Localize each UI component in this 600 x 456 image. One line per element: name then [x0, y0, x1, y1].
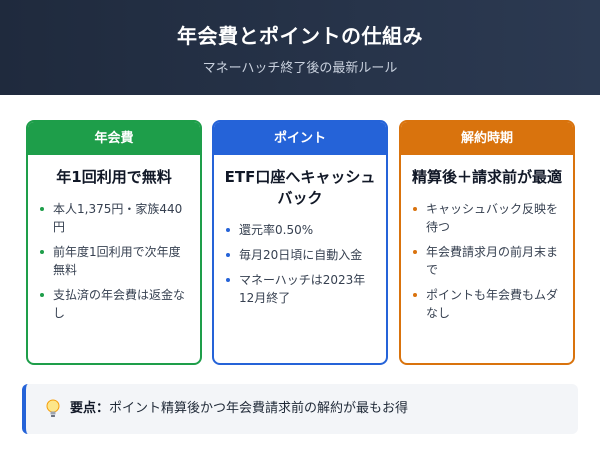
card-list: キャッシュバック反映を待つ 年会費請求月の前月末まで ポイントも年会費もムダなし	[413, 200, 563, 322]
card-header: ポイント	[214, 122, 386, 155]
list-item: 年会費請求月の前月末まで	[413, 243, 563, 279]
key-point-label: 要点：	[70, 401, 110, 416]
list-item: 本人1,375円・家族440円	[40, 200, 190, 236]
page-title: 年会費とポイントの仕組み	[177, 24, 423, 48]
list-item-text: 支払済の年会費は返金なし	[53, 288, 186, 320]
bullet-icon	[226, 253, 230, 257]
list-item: 還元率0.50%	[226, 221, 376, 239]
bullet-icon	[40, 293, 44, 297]
bullet-icon	[226, 228, 230, 232]
header: 年会費とポイントの仕組み マネーハッチ終了後の最新ルール	[0, 0, 600, 95]
key-point-body: ポイント精算後かつ年会費請求前の解約が最もお得	[109, 401, 409, 416]
list-item-text: 前年度1回利用で次年度無料	[53, 245, 181, 277]
bullet-icon	[40, 250, 44, 254]
page-subtitle: マネーハッチ終了後の最新ルール	[202, 61, 398, 76]
key-point-text: 要点：ポイント精算後かつ年会費請求前の解約が最もお得	[70, 399, 408, 419]
card-header: 解約時期	[401, 122, 573, 155]
bullet-icon	[413, 207, 417, 211]
key-point-callout: 要点：ポイント精算後かつ年会費請求前の解約が最もお得	[22, 384, 578, 434]
bullet-icon	[226, 278, 230, 282]
card-title: 年1回利用で無料	[56, 168, 172, 186]
card-cancel-timing: 解約時期 精算後＋請求前が最適 キャッシュバック反映を待つ 年会費請求月の前月末…	[399, 120, 575, 365]
card-title: 精算後＋請求前が最適	[411, 168, 562, 186]
card-annual-fee: 年会費 年1回利用で無料 本人1,375円・家族440円 前年度1回利用で次年度…	[26, 120, 202, 365]
list-item-text: 年会費請求月の前月末まで	[426, 245, 559, 277]
list-item-text: キャッシュバック反映を待つ	[426, 202, 559, 234]
list-item-text: ポイントも年会費もムダなし	[426, 288, 559, 320]
list-item: ポイントも年会費もムダなし	[413, 286, 563, 322]
list-item: 前年度1回利用で次年度無料	[40, 243, 190, 279]
lightbulb-icon	[46, 399, 60, 417]
list-item-text: 毎月20日頃に自動入金	[239, 248, 363, 262]
bullet-icon	[413, 250, 417, 254]
list-item: 毎月20日頃に自動入金	[226, 246, 376, 264]
card-title: ETF口座へキャッシュバック	[224, 168, 376, 207]
card-list: 本人1,375円・家族440円 前年度1回利用で次年度無料 支払済の年会費は返金…	[40, 200, 190, 322]
card-header: 年会費	[28, 122, 200, 155]
card-list: 還元率0.50% 毎月20日頃に自動入金 マネーハッチは2023年12月終了	[226, 221, 376, 307]
bullet-icon	[413, 293, 417, 297]
list-item: マネーハッチは2023年12月終了	[226, 271, 376, 307]
card-points: ポイント ETF口座へキャッシュバック 還元率0.50% 毎月20日頃に自動入金…	[212, 120, 388, 365]
bullet-icon	[40, 207, 44, 211]
list-item: 支払済の年会費は返金なし	[40, 286, 190, 322]
list-item-text: マネーハッチは2023年12月終了	[239, 273, 366, 305]
list-item: キャッシュバック反映を待つ	[413, 200, 563, 236]
list-item-text: 還元率0.50%	[239, 223, 314, 237]
list-item-text: 本人1,375円・家族440円	[53, 202, 183, 234]
